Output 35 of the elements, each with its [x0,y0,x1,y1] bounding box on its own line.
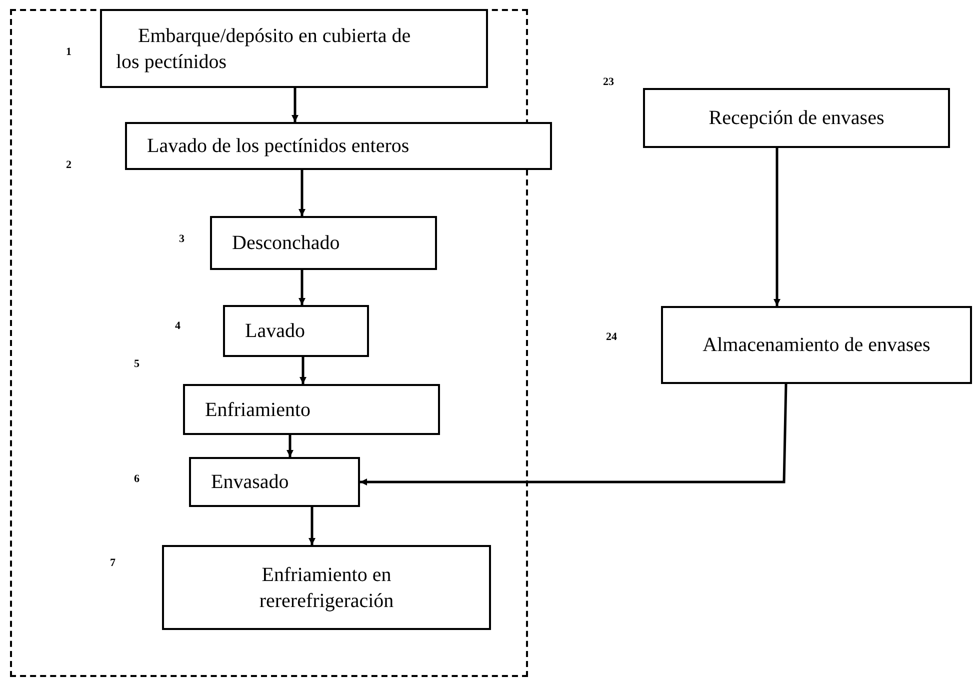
step-text: Almacenamiento de envases [702,333,930,358]
step-number: 2 [66,160,72,171]
step-number: 5 [134,359,140,370]
step-number: 1 [66,47,72,58]
step-text: Lavado de los pectínidos enteros [147,134,410,159]
process-box [643,88,950,148]
process-box [223,305,369,357]
arrow [308,507,316,545]
step-text: Recepción de envases [708,106,884,131]
arrow [292,88,298,122]
process-box [189,457,360,507]
step-number: 3 [179,234,184,245]
step-number: 7 [110,558,116,569]
step-text: Embarque/depósito en cubierta de los pectínidos [116,24,412,74]
process-box [162,545,491,630]
step-number: 6 [134,474,140,485]
process-box [125,122,552,170]
process-box [661,306,972,384]
step-text: Envasado [211,470,289,495]
step-number: 24 [606,332,617,343]
process-box [183,384,440,435]
arrow [774,148,780,306]
process-box [100,9,488,88]
step-number: 4 [175,321,180,332]
step-text: Desconchado [232,231,340,256]
arrow [300,357,306,384]
arrow [298,270,306,305]
step-number: 23 [603,77,614,88]
arrow [286,435,294,457]
step-text: Enfriamiento [205,398,311,422]
arrow [298,170,306,216]
step-text: Enfriamiento en rererefrigeración [258,562,395,614]
process-box [210,216,437,270]
step-text: Lavado [245,319,305,344]
arrow [360,384,788,486]
